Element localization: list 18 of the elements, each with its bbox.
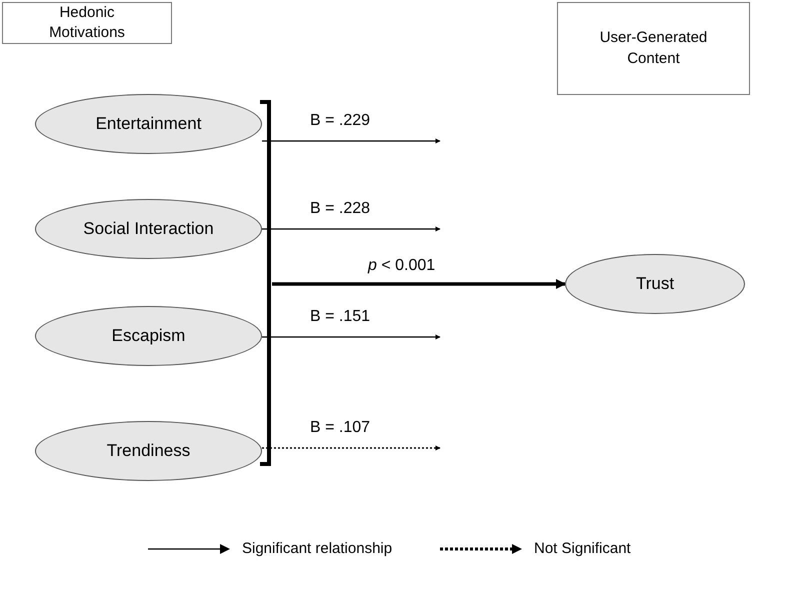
arrow [262, 446, 440, 450]
heading-text: User-Generated Content [598, 28, 708, 68]
construct-name: Social Interaction [83, 218, 214, 240]
construct-name: Entertainment [96, 113, 202, 136]
construct-name: Escapism [112, 325, 186, 348]
bracket [258, 100, 272, 466]
construct-name: Trendiness [106, 440, 190, 462]
arrow [272, 279, 566, 289]
heading-box [557, 2, 750, 95]
heading-box [2, 2, 172, 44]
arrow [262, 334, 440, 340]
heading-text: Hedonic Motivations [48, 2, 126, 43]
arrow [262, 226, 440, 232]
construct-name: Trust [636, 273, 674, 296]
edge-label: p < 0.001 [366, 258, 438, 274]
legend-text: Not Significant [534, 539, 631, 559]
arrow [262, 138, 440, 144]
legend-text: Significant relationship [242, 539, 392, 559]
